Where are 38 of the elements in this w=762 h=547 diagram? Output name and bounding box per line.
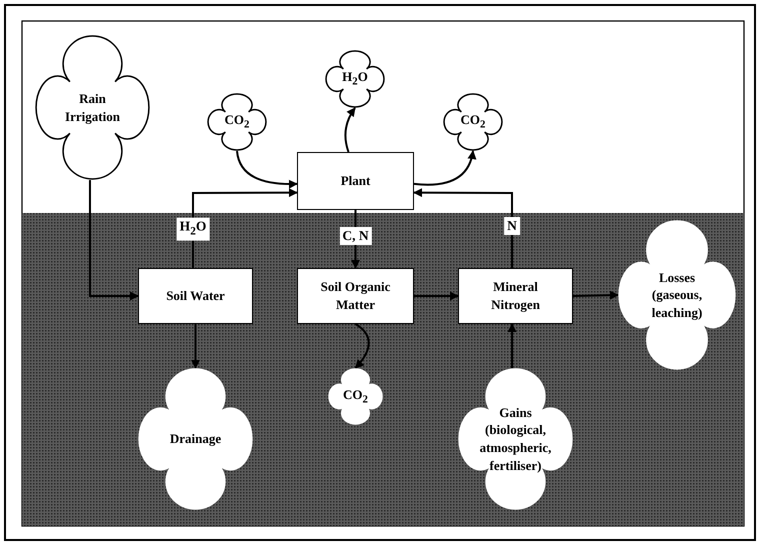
node-label: Drainage bbox=[170, 430, 222, 448]
arrow bbox=[88, 180, 139, 300]
edge-label: C, N bbox=[339, 227, 372, 245]
edge-label: H$_{2}$O bbox=[176, 218, 210, 240]
arrow bbox=[191, 324, 200, 369]
node-label: Soil Water bbox=[166, 287, 225, 305]
edge-label: N bbox=[504, 217, 520, 235]
cloud-shape bbox=[207, 93, 267, 151]
cloud-shape bbox=[35, 35, 150, 180]
cloud-shape bbox=[325, 50, 385, 108]
arrow bbox=[236, 150, 298, 188]
node-label: Soil Organic Matter bbox=[320, 278, 392, 314]
node-label: CO$_{2}$ bbox=[460, 111, 486, 133]
cloud-shape bbox=[138, 368, 253, 510]
process-box bbox=[297, 152, 414, 210]
node-label: Rain Irrigation bbox=[64, 90, 121, 126]
arrow bbox=[414, 292, 459, 300]
arrow bbox=[413, 188, 514, 268]
process-box bbox=[458, 268, 573, 324]
arrow bbox=[508, 323, 517, 368]
arrow bbox=[192, 188, 298, 268]
cloud-shape bbox=[458, 368, 573, 510]
arrow bbox=[572, 290, 619, 300]
node-label: CO$_{2}$ bbox=[343, 386, 368, 408]
node-label: Losses (gaseous, leaching) bbox=[650, 268, 704, 322]
node-label: Mineral Nitrogen bbox=[490, 278, 541, 314]
cloud-shape bbox=[443, 93, 503, 151]
node-label: CO$_{2}$ bbox=[224, 111, 250, 133]
arrow bbox=[354, 323, 370, 369]
node-label: H$_{2}$O bbox=[342, 68, 368, 90]
cloud-shape bbox=[328, 368, 383, 425]
cloud-shape bbox=[618, 220, 736, 370]
node-label: Gains (biological, atmospheric, fertiliser) bbox=[478, 404, 552, 474]
arrow bbox=[344, 107, 356, 152]
arrow bbox=[414, 150, 476, 186]
process-box bbox=[297, 268, 414, 324]
node-label: Plant bbox=[340, 172, 370, 190]
process-box bbox=[138, 268, 253, 324]
